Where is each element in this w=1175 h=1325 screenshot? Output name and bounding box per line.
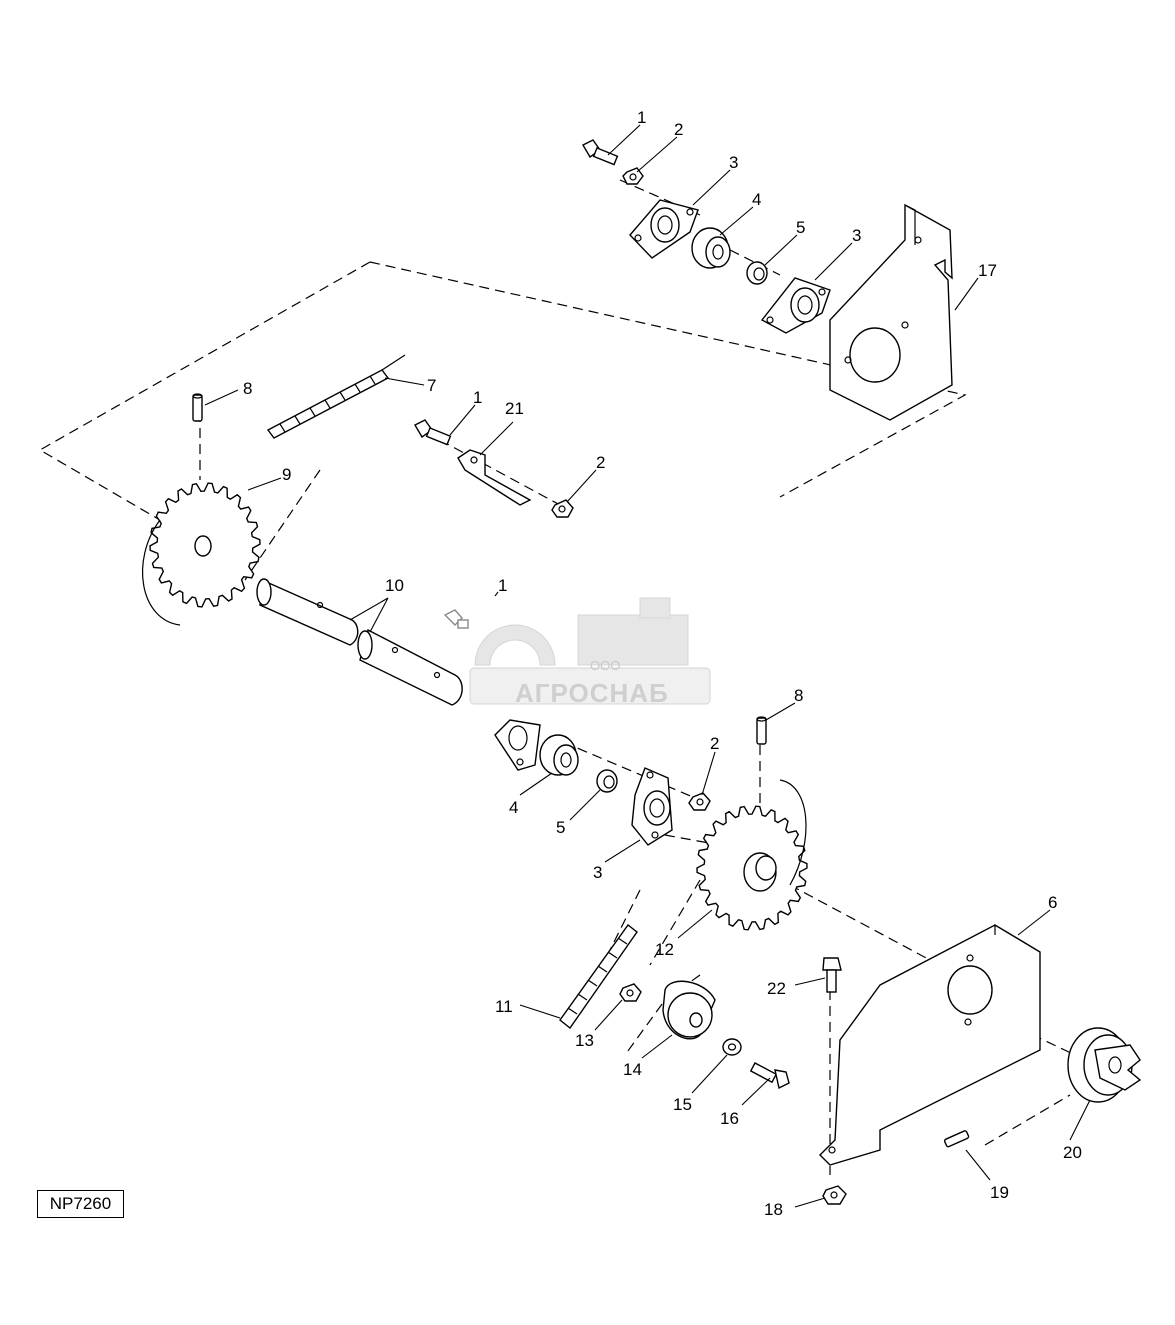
collar-4-top (691, 227, 731, 269)
callout-2-lower: 2 (710, 734, 719, 753)
callout-21: 21 (505, 399, 524, 418)
bolt-1-top (582, 139, 619, 166)
collar-4-mid (539, 734, 579, 776)
sprocket-12 (696, 779, 808, 931)
chain-7 (266, 354, 406, 439)
watermark-company: АГРОСНАБ (515, 678, 669, 708)
callout-11: 11 (495, 997, 513, 1016)
callout-1-mid: 1 (473, 388, 482, 407)
callout-4-top: 4 (752, 190, 761, 209)
nut-2-mid (551, 499, 574, 518)
callout-17: 17 (978, 261, 997, 280)
callout-3-second: 3 (852, 226, 861, 245)
callout-6: 6 (1048, 893, 1057, 912)
callout-16: 16 (720, 1109, 739, 1128)
ring-5-mid (596, 769, 618, 793)
pin-8-lower (756, 716, 767, 745)
hub-20 (1067, 1027, 1142, 1103)
callout-2-mid: 2 (596, 453, 605, 472)
idler-14 (662, 980, 716, 1040)
plate-17 (829, 203, 953, 421)
callout-8-top: 8 (243, 379, 252, 398)
nut-13 (619, 983, 642, 1002)
callout-13: 13 (575, 1031, 594, 1050)
watermark-prefix: ООО (590, 658, 620, 673)
callout-10: 10 (385, 576, 404, 595)
chain-11 (559, 924, 638, 1030)
flange-3-partial (494, 719, 541, 771)
shaft-10 (256, 578, 463, 706)
callout-5-mid: 5 (556, 818, 565, 837)
callout-1-top: 1 (637, 108, 646, 127)
flange-3-mid (631, 767, 673, 846)
callout-3-mid: 3 (593, 863, 602, 882)
plate-6 (819, 923, 1041, 1166)
ring-5-top (746, 261, 768, 285)
nut-18 (822, 1185, 847, 1205)
watermark-logo: ООО АГРОСНАБ (469, 597, 711, 708)
bolt-1-faded (443, 609, 469, 629)
washer-15 (722, 1038, 742, 1056)
callout-labels: 1 2 3 4 5 3 17 8 7 1 21 2 9 10 1 8 2 4 5… (243, 108, 1082, 1219)
callout-18: 18 (764, 1200, 783, 1219)
bolt-1-mid (414, 419, 452, 446)
callout-22: 22 (767, 979, 786, 998)
sprocket-9 (141, 482, 261, 626)
callout-9: 9 (282, 465, 291, 484)
callout-15: 15 (673, 1095, 692, 1114)
callout-8-lower: 8 (794, 686, 803, 705)
callout-20: 20 (1063, 1143, 1082, 1162)
bracket-21 (457, 449, 532, 506)
callout-7: 7 (427, 376, 436, 395)
callout-14: 14 (623, 1060, 642, 1079)
pin-19 (943, 1130, 970, 1148)
pin-8-top (192, 393, 203, 422)
callout-12: 12 (655, 940, 674, 959)
reference-code-box: NP7260 (37, 1190, 124, 1218)
bolt-16 (749, 1062, 790, 1090)
callout-5-top: 5 (796, 218, 805, 237)
flange-3-second (760, 277, 831, 334)
callout-3-top: 3 (729, 153, 738, 172)
callout-19: 19 (990, 1183, 1009, 1202)
nut-2-lower (688, 792, 711, 811)
callout-1-faded: 1 (498, 576, 507, 595)
callout-4-mid: 4 (509, 798, 518, 817)
callout-2-top: 2 (674, 120, 683, 139)
nut-2-top (622, 167, 644, 185)
leader-lines (204, 124, 1091, 1208)
flange-3-top (629, 199, 699, 259)
bolt-22 (822, 957, 842, 993)
